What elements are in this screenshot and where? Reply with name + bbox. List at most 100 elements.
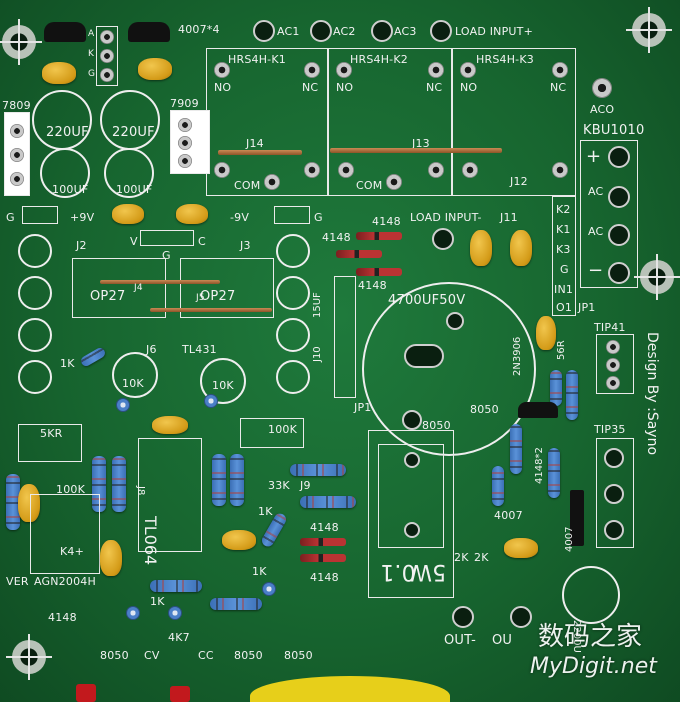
label-kbu1010: KBU1010 <box>583 123 645 138</box>
label-g: G <box>6 211 15 224</box>
label-4148: 4148 <box>322 231 351 244</box>
terminal-bridge-ac2 <box>608 224 630 246</box>
label-8050: 8050 <box>422 419 451 432</box>
watermark-chinese: 数码之家 <box>538 622 643 652</box>
terminal-bridge-ac1 <box>608 186 630 208</box>
mounting-hole-right <box>634 254 680 300</box>
pad <box>100 68 114 82</box>
label-cc: CC <box>198 649 214 662</box>
tip35-terminal-3 <box>604 520 624 540</box>
resistor-bottom-1 <box>150 580 202 592</box>
label-4148x2: 4148*2 <box>534 447 545 484</box>
label-4148: 4148 <box>310 571 339 584</box>
capacitor-yellow-left <box>18 484 40 522</box>
transistor-tip41 <box>596 334 634 394</box>
pad <box>428 162 444 178</box>
label-ac: AC <box>588 225 604 238</box>
label-nc: NC <box>550 81 567 94</box>
resistor-left-1 <box>6 474 20 530</box>
capacitor-yellow-load2 <box>510 230 532 266</box>
terminal-ac3 <box>371 20 393 42</box>
resistor-bottom-2 <box>210 598 262 610</box>
resistor-mid-1 <box>212 454 226 506</box>
label-out-minus: OUT- <box>444 633 476 648</box>
resistor-right-3 <box>492 466 504 506</box>
label-j6: J6 <box>146 343 157 356</box>
trimmer-10k-right <box>200 358 246 404</box>
pad <box>606 358 620 372</box>
label-g: G <box>88 69 96 79</box>
label-7809: 7809 <box>2 99 31 112</box>
bridge-rectifier-kbu1010 <box>580 140 638 288</box>
diode-4148-1 <box>356 232 402 240</box>
cap-footprint-3 <box>18 318 52 352</box>
label-220uf: 220UF <box>46 125 89 140</box>
resistor-left-2 <box>92 456 106 512</box>
trimmer-100k <box>240 418 304 448</box>
mounting-hole-top-left <box>0 19 42 65</box>
label-8050: 8050 <box>284 649 313 662</box>
shunt-resistor-outline <box>368 430 454 598</box>
header-g-right <box>274 206 310 224</box>
label-plus: + <box>586 146 602 167</box>
resistor-56r-1 <box>566 370 578 420</box>
label-56r: 56R <box>556 340 567 360</box>
transistor-8050-right <box>518 402 558 418</box>
label-g: G <box>560 263 569 276</box>
label-g: G <box>314 211 323 224</box>
capacitor-220uf-right <box>100 90 160 150</box>
trimmer-knob-bottom-3 <box>262 582 276 596</box>
label-minus9v: -9V <box>230 211 250 224</box>
label-j14: J14 <box>246 137 264 150</box>
pad <box>606 340 620 354</box>
label-com: COM <box>356 179 383 192</box>
label-100uf: 100UF <box>52 183 89 196</box>
label-2k: 2K <box>474 551 489 564</box>
label-ac1: AC1 <box>277 25 300 38</box>
label-4k7: 4K7 <box>168 631 190 644</box>
pad <box>178 118 192 132</box>
diode-4148-3 <box>356 268 402 276</box>
resistor-mid-2 <box>230 454 244 506</box>
label-ac: AC <box>588 185 604 198</box>
label-1k: 1K <box>258 505 273 518</box>
pad-k3-no <box>460 62 476 78</box>
label-design-by: Design By :Sayno <box>644 332 660 456</box>
label-01: 0.1 <box>380 559 416 584</box>
label-o1: O1 <box>556 301 573 314</box>
header-g-left <box>22 206 58 224</box>
label-k2: K2 <box>556 203 571 216</box>
terminal-ac2 <box>310 20 332 42</box>
tip35-terminal-1 <box>604 448 624 468</box>
pad <box>552 162 568 178</box>
diode-4148-5 <box>300 554 346 562</box>
label-g: G <box>162 249 171 262</box>
transistor-tip35 <box>596 438 634 548</box>
relay-agn2004h <box>30 494 100 574</box>
label-100k: 100K <box>268 423 298 436</box>
label-no: NO <box>460 81 478 94</box>
cap-footprint-5 <box>276 234 310 268</box>
pad <box>606 376 620 390</box>
pad <box>178 136 192 150</box>
label-1k: 1K <box>150 595 165 608</box>
trimmer-5kr <box>18 424 82 462</box>
label-7909: 7909 <box>170 97 199 110</box>
trimmer-knob-left <box>116 398 130 412</box>
label-k3: K3 <box>556 243 571 256</box>
pad <box>386 174 402 190</box>
capacitor-4700uf <box>362 282 536 456</box>
cap-footprint-2 <box>18 276 52 310</box>
label-ac3: AC3 <box>394 25 417 38</box>
label-j13: J13 <box>412 137 430 150</box>
capacitor-yellow-agn <box>100 540 122 576</box>
label-tl064: TL064 <box>141 516 160 566</box>
jumper-j14 <box>218 150 302 155</box>
resistor-right-2 <box>548 448 560 498</box>
label-ac2: AC2 <box>333 25 356 38</box>
red-component-2 <box>170 686 190 702</box>
label-4007: 4007 <box>494 509 523 522</box>
jumper-j5 <box>150 308 272 312</box>
label-4148: 4148 <box>372 215 401 228</box>
capacitor-yellow-tl064 <box>152 416 188 434</box>
